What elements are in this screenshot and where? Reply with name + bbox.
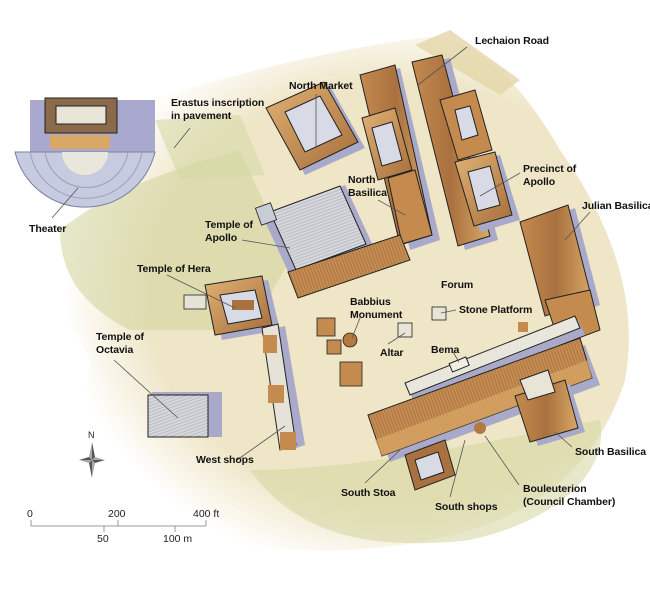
bouleuterion-marker [474,422,486,434]
label-forum: Forum [441,279,474,291]
scale-tick-50m: 50 [97,533,109,545]
compass-rose-icon [79,442,105,478]
label-south-shops: South shops [435,501,498,513]
leader-lines [51,46,591,498]
label-babbius-monument: Babbius Monument [350,296,403,321]
label-south-stoa: South Stoa [341,487,396,499]
babbius-monument-marker [342,332,358,348]
label-north-basilica: North Basilica [348,174,387,199]
temple-of-hera-building [183,275,280,340]
erastus-pavement-area [155,115,265,180]
forum-monuments [316,306,447,387]
scale-tick-200ft: 200 [108,508,126,520]
label-bouleuterion: Bouleuterion (Council Chamber) [523,483,616,508]
label-temple-of-octavia: Temple of Octavia [96,331,144,356]
bema-marker [448,356,470,373]
scale-tick-400ft: 400 ft [193,508,220,520]
compass-north-label: N [88,430,95,440]
temple-of-octavia-building [147,392,222,438]
label-west-shops: West shops [196,454,254,466]
label-south-basilica: South Basilica [575,446,646,458]
label-north-market: North Market [289,80,353,92]
label-bema: Bema [431,344,460,356]
stone-platform-marker [431,306,447,321]
label-erastus-inscription: Erastus inscription in pavement [171,97,265,122]
central-shops-row [404,315,585,402]
label-theater: Theater [29,223,67,235]
scale-tick-0ft: 0 [27,508,33,520]
label-julian-basilica: Julian Basilica [582,200,650,212]
west-shops-building [261,323,305,451]
label-temple-of-apollo: Temple of Apollo [205,219,253,244]
scale-tick-100m: 100 m [163,533,193,545]
south-basilica-building [514,369,585,446]
lechaion-west-block [359,64,440,250]
label-stone-platform: Stone Platform [459,304,533,316]
theater-building [14,97,156,208]
altar-marker [397,322,413,338]
scale-bar [30,520,207,532]
label-temple-of-hera: Temple of Hera [137,263,211,275]
precinct-of-apollo-building [454,151,520,232]
north-market-building [265,81,365,175]
label-lechaion-road: Lechaion Road [475,35,549,47]
temple-of-apollo-building [254,185,411,299]
label-altar: Altar [380,347,404,359]
label-precinct-of-apollo: Precinct of Apollo [523,163,577,188]
